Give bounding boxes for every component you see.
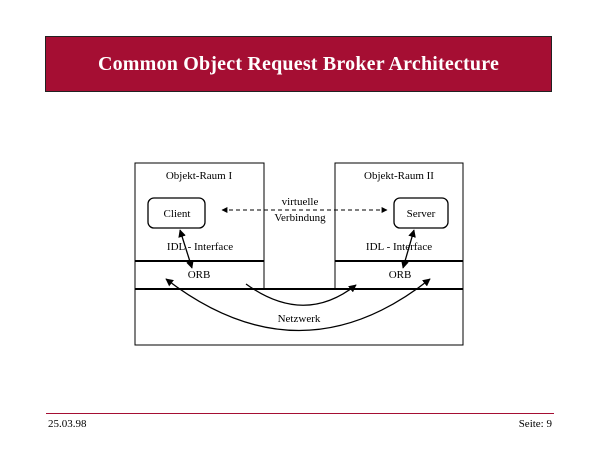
- object-space-right-label: Objekt-Raum II: [364, 170, 434, 182]
- client-label: Client: [164, 208, 191, 220]
- network-curve-lower: [165, 278, 431, 332]
- footer-divider: [46, 413, 554, 414]
- server-label: Server: [407, 208, 436, 220]
- footer-date: 25.03.98: [48, 418, 87, 430]
- server-orb-arrow: [401, 229, 416, 269]
- slide-title: Common Object Request Broker Architectur…: [97, 52, 500, 75]
- network-curve-upper: [245, 283, 357, 306]
- client-orb-arrow: [178, 229, 194, 269]
- idl-interface-left-label: IDL - Interface: [167, 241, 233, 253]
- server-box: [393, 197, 449, 229]
- idl-interface-right-label: IDL - Interface: [366, 241, 432, 253]
- orb-right-label: ORB: [389, 269, 412, 281]
- virtual-connection-label-line1: virtuelle: [282, 196, 319, 208]
- virtual-connection-label-line2: Verbindung: [274, 212, 326, 224]
- client-box: [147, 197, 206, 229]
- title-bar: Common Object Request Broker Architectur…: [45, 36, 552, 92]
- orb-network-frame: [134, 261, 464, 346]
- footer-page-number: Seite: 9: [518, 418, 552, 430]
- orb-left-label: ORB: [188, 269, 211, 281]
- object-space-left-label: Objekt-Raum I: [166, 170, 233, 182]
- network-label: Netzwerk: [278, 313, 321, 325]
